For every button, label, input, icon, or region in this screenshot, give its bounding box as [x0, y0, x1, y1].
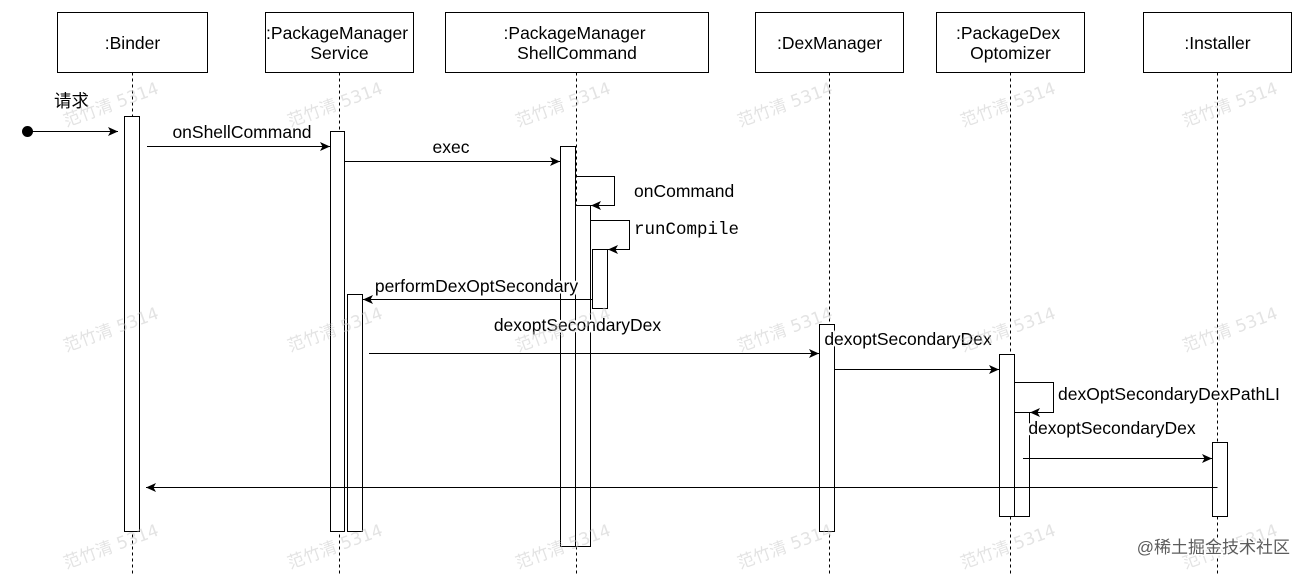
- participant-label-line: :PackageManager: [504, 23, 646, 43]
- message-on-shell-command: onShellCommand: [147, 120, 330, 151]
- participant-box: [445, 12, 709, 73]
- participant-box: [755, 12, 904, 73]
- participant-label-line: :PackageDex: [956, 23, 1060, 43]
- author-watermark-text: 范竹清 5314: [513, 79, 614, 132]
- found-message-request: 请求: [22, 89, 118, 137]
- participant-box: [265, 12, 414, 73]
- message-label: dexoptSecondaryDex: [1028, 418, 1196, 438]
- message-label: onCommand: [634, 181, 734, 201]
- participant-box: [936, 12, 1085, 73]
- message-label: dexoptSecondaryDex: [824, 329, 992, 349]
- activation-bar-installer: [1212, 442, 1228, 517]
- activation-bar-service-2: [347, 294, 363, 532]
- participant-dex-manager: :DexManager: [755, 12, 904, 73]
- author-watermark-text: 范竹清 5314: [1180, 304, 1281, 357]
- message-label: runCompile: [634, 220, 739, 240]
- lifelines: [132, 72, 1218, 575]
- message-perform-dex-opt-secondary: performDexOptSecondary: [363, 274, 593, 304]
- activation-bar-optimizer-2: [1014, 412, 1030, 517]
- activation-bar-binder: [124, 116, 140, 532]
- author-watermark-text: 范竹清 5314: [61, 521, 162, 574]
- message-label: performDexOptSecondary: [375, 276, 579, 296]
- message-label: onShellCommand: [172, 122, 311, 142]
- activation-bar-shell-command-2: [575, 205, 591, 547]
- author-watermark-text: 范竹清 5314: [1180, 79, 1281, 132]
- participant-binder: :Binder: [57, 12, 208, 73]
- participant-package-dex-optimizer: :PackageDex Optomizer: [936, 12, 1085, 73]
- activation-bar-service-1: [330, 131, 345, 532]
- message-dexopt-secondary-dex-to-optimizer: dexoptSecondaryDex: [822, 327, 999, 374]
- message-arrow: [1014, 382, 1054, 417]
- activation-bar-shell-command-3: [592, 249, 608, 309]
- activation-bar-shell-command-1: [560, 146, 576, 547]
- activation-bar-optimizer-1: [999, 354, 1015, 517]
- participant-label: :PackageManager Service: [266, 23, 413, 63]
- participant-label-line: Service: [310, 43, 368, 63]
- participants: :Binder :PackageManager Service :Package…: [57, 12, 1292, 73]
- participant-package-manager-service: :PackageManager Service: [265, 12, 414, 73]
- participant-label-line: Optomizer: [970, 43, 1051, 63]
- participant-label: :PackageDex Optomizer: [956, 23, 1065, 63]
- self-message-on-command: onCommand: [575, 176, 736, 210]
- participant-label: :DexManager: [777, 33, 882, 53]
- messages: 请求 onShellCommand exec onCommand runComp…: [22, 89, 1282, 492]
- self-message-run-compile: runCompile: [590, 218, 741, 254]
- message-label: dexoptSecondaryDex: [494, 315, 662, 335]
- activation-bar-dex-manager: [819, 324, 835, 532]
- participant-label-line: ShellCommand: [517, 43, 637, 63]
- message-label: dexOptSecondaryDexPathLI: [1058, 384, 1280, 404]
- message-dexopt-secondary-dex-to-dex-manager: dexoptSecondaryDex: [369, 313, 819, 358]
- message-arrow: [575, 176, 615, 210]
- author-watermark-text: 范竹清 5314: [958, 79, 1059, 132]
- message-exec: exec: [344, 135, 560, 166]
- participant-box: [1143, 12, 1292, 73]
- participant-package-manager-shell-command: :PackageManager ShellCommand: [445, 12, 709, 73]
- self-message-dex-opt-secondary-dex-path-li: dexOptSecondaryDexPathLI: [1014, 382, 1282, 417]
- activation-bars: [124, 116, 1228, 547]
- message-dexopt-secondary-dex-to-installer: dexoptSecondaryDex: [1023, 416, 1212, 463]
- author-watermark-text: 范竹清 5314: [61, 304, 162, 357]
- site-watermark: @稀土掘金技术社区: [1137, 538, 1290, 557]
- participant-label-line: :PackageManager: [266, 23, 408, 43]
- message-label: 请求: [54, 91, 89, 111]
- message-label: exec: [433, 137, 470, 157]
- participant-box: [57, 12, 208, 73]
- author-watermarks: 范竹清 5314 范竹清 5314 范竹清 5314 范竹清 5314 范竹清 5314…: [61, 79, 1281, 574]
- author-watermark-text: 范竹清 5314: [958, 521, 1059, 574]
- participant-label: :Installer: [1184, 33, 1250, 53]
- message-arrow: [590, 220, 630, 254]
- participant-label: :Binder: [105, 33, 161, 53]
- author-watermark-text: 范竹清 5314: [735, 79, 836, 132]
- participant-label: :PackageManager ShellCommand: [504, 23, 651, 63]
- participant-installer: :Installer: [1143, 12, 1292, 73]
